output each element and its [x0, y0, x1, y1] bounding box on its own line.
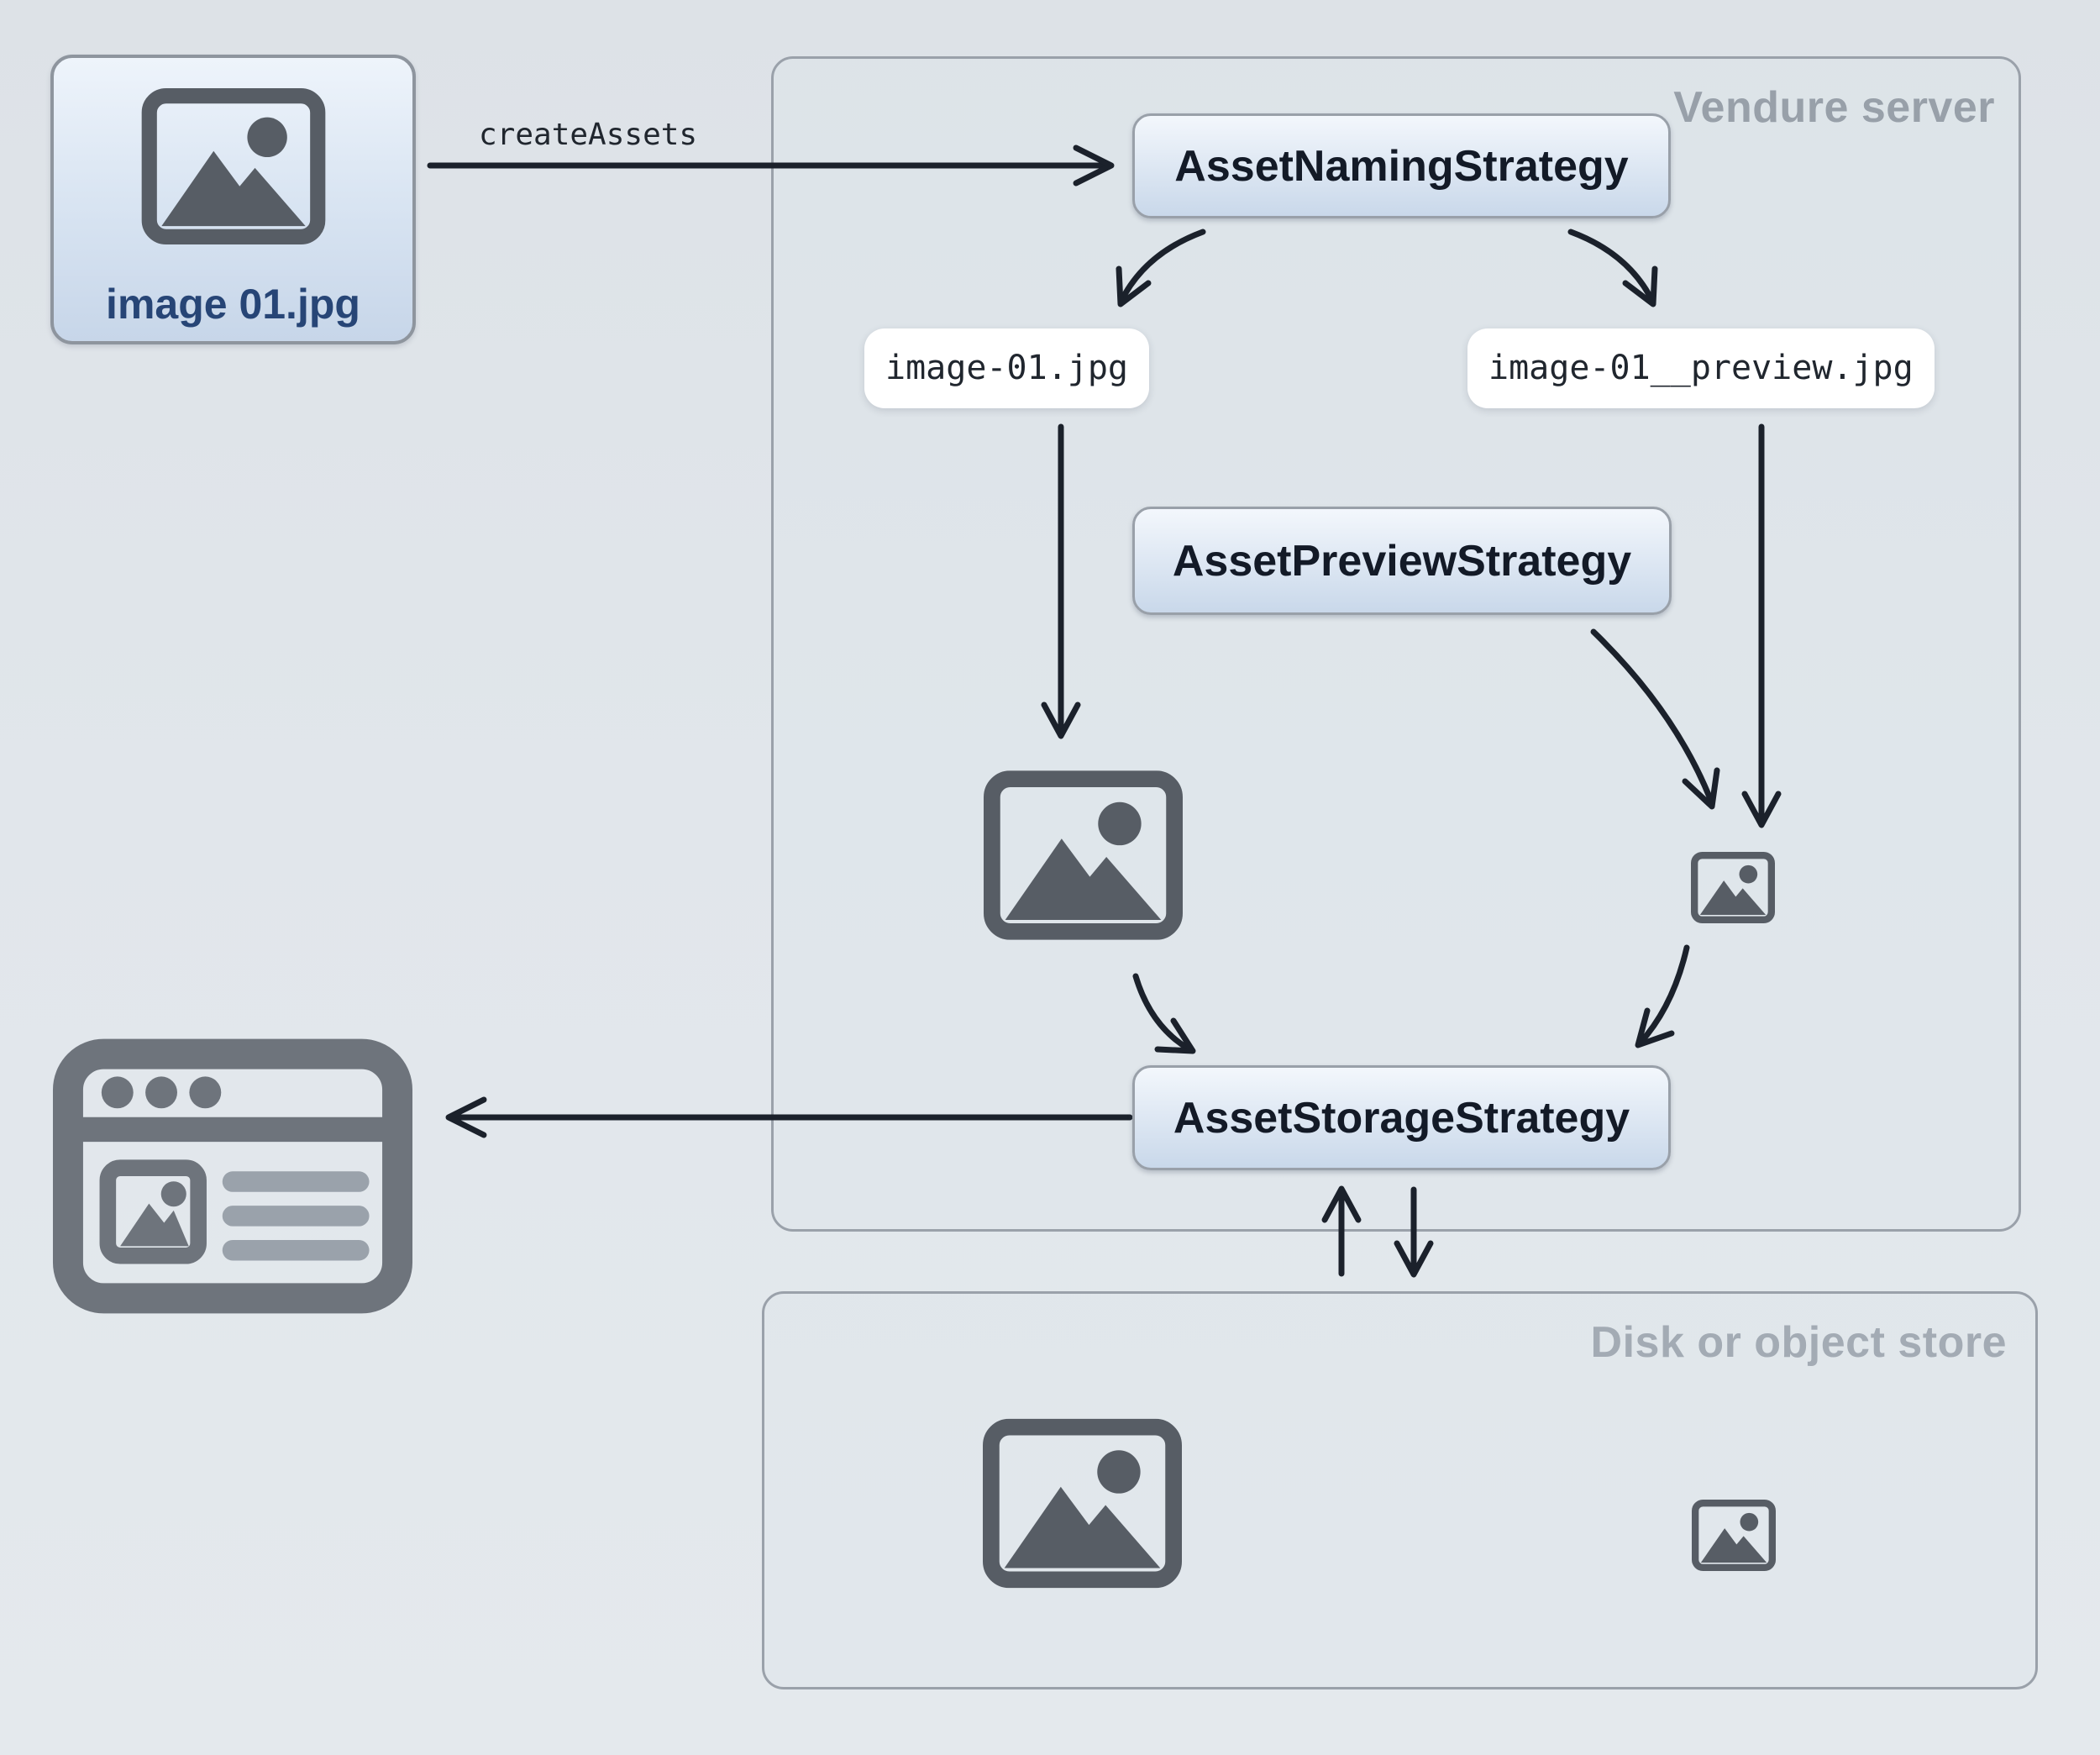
image-icon: [140, 88, 327, 244]
browser-dot: [189, 1076, 222, 1109]
asset-naming-strategy-box: AssetNamingStrategy: [1132, 113, 1671, 218]
source-file-label: image 01.jpg: [106, 281, 360, 328]
vendure-server-title: Vendure server: [1673, 83, 1995, 132]
disk-store-container: Disk or object store: [762, 1291, 2038, 1689]
browser-dot: [145, 1076, 178, 1109]
create-assets-label: createAssets: [479, 118, 698, 152]
browser-content-image-icon: [99, 1159, 207, 1264]
browser-dot: [101, 1076, 134, 1109]
vendure-server-container: Vendure server: [771, 56, 2021, 1232]
original-image-icon: [984, 770, 1183, 940]
source-file-card: image 01.jpg: [50, 55, 416, 344]
stored-preview-image-icon: [1690, 1500, 1777, 1571]
asset-preview-strategy-box: AssetPreviewStrategy: [1132, 507, 1672, 615]
disk-store-title: Disk or object store: [1590, 1318, 2007, 1367]
original-filename-pill: image-01.jpg: [864, 328, 1149, 408]
preview-thumbnail-icon: [1691, 851, 1775, 924]
browser-window-icon: [52, 1038, 413, 1314]
asset-storage-strategy-box: AssetStorageStrategy: [1132, 1065, 1671, 1170]
preview-filename-pill: image-01__preview.jpg: [1467, 328, 1935, 408]
stored-original-image-icon: [983, 1417, 1182, 1589]
browser-content-text-lines: [222, 1171, 370, 1261]
